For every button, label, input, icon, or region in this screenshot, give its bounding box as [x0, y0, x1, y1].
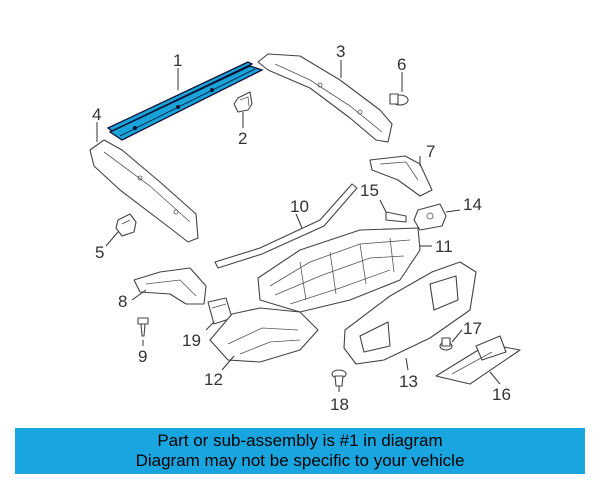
- part-13-trim[interactable]: [343, 261, 477, 365]
- part-12-panel[interactable]: [209, 307, 319, 363]
- part-4-trim[interactable]: [89, 139, 199, 243]
- info-banner: Part or sub-assembly is #1 in diagram Di…: [15, 428, 585, 474]
- part-7-bracket[interactable]: [369, 155, 433, 197]
- part-17-clip[interactable]: [439, 337, 453, 351]
- callout-8: 8: [118, 292, 127, 311]
- callout-10: 10: [290, 197, 309, 216]
- callout-19: 19: [182, 331, 201, 350]
- part-8-bracket[interactable]: [133, 267, 207, 305]
- callout-14: 14: [463, 195, 482, 214]
- callout-13: 13: [399, 372, 418, 391]
- part-11-panel[interactable]: [257, 227, 421, 313]
- callout-16: 16: [492, 385, 511, 404]
- callout-17: 17: [463, 319, 482, 338]
- callout-2: 2: [238, 129, 247, 148]
- callout-5: 5: [95, 243, 104, 262]
- part-18-clip[interactable]: [331, 369, 347, 387]
- callout-4: 4: [92, 105, 101, 124]
- callout-15: 15: [360, 181, 379, 200]
- callout-7: 7: [426, 142, 435, 161]
- part-14-latch[interactable]: [413, 203, 447, 231]
- part-5-clip[interactable]: [115, 213, 137, 237]
- callout-18: 18: [330, 395, 349, 414]
- callout-9: 9: [138, 347, 147, 366]
- banner-line-2: Diagram may not be specific to your vehi…: [135, 451, 465, 470]
- parts-diagram: 1 2 3 4 5 6 7 8 9 10 11 12 13 14 15 16 1…: [89, 42, 521, 414]
- leader-lines: [96, 60, 501, 392]
- part-9-screw[interactable]: [137, 317, 149, 337]
- banner-line-1: Part or sub-assembly is #1 in diagram: [157, 431, 443, 450]
- callout-3: 3: [336, 42, 345, 61]
- callout-11: 11: [435, 237, 453, 256]
- part-1-highlighted[interactable]: [106, 61, 264, 141]
- callout-6: 6: [397, 55, 406, 74]
- part-3-trim[interactable]: [257, 53, 393, 143]
- callout-12: 12: [204, 370, 223, 389]
- callout-labels: 1 2 3 4 5 6 7 8 9 10 11 12 13 14 15 16 1…: [92, 42, 511, 414]
- callout-1: 1: [173, 51, 182, 70]
- part-2-bracket[interactable]: [233, 91, 253, 113]
- part-16-handle[interactable]: [435, 335, 521, 385]
- part-15-pin[interactable]: [385, 211, 407, 223]
- part-6-fastener[interactable]: [389, 93, 409, 106]
- part-10-strip[interactable]: [214, 183, 358, 269]
